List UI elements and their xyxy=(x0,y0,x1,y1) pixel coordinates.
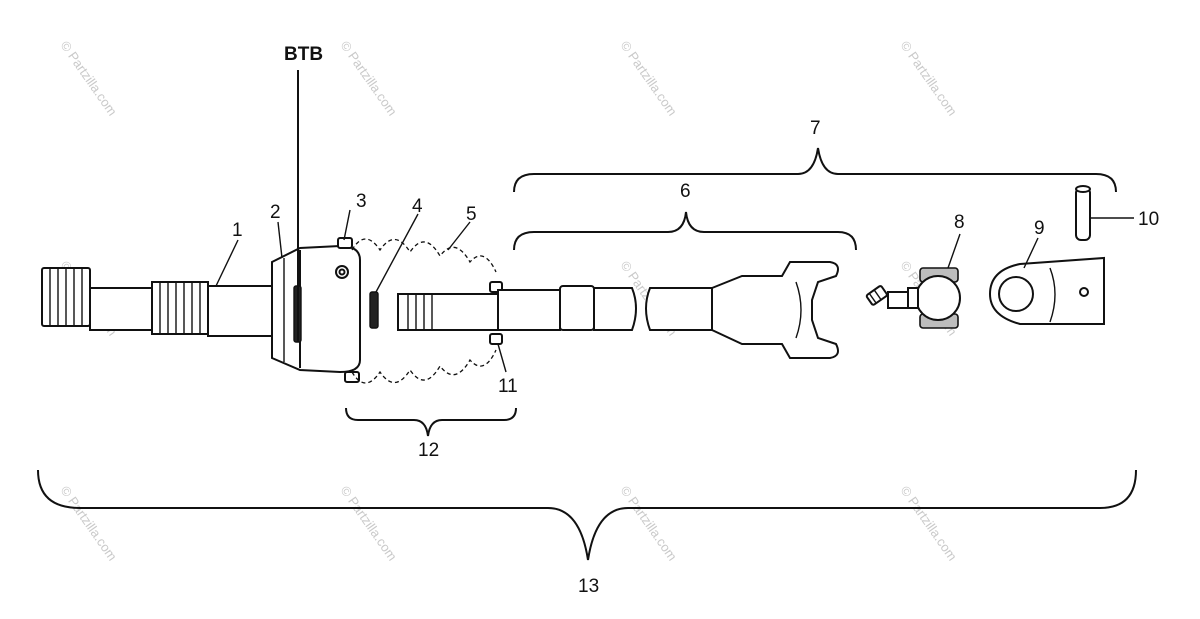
part-3-clamp: 3 xyxy=(337,191,367,383)
watermark: © Partzilla.com xyxy=(618,38,681,118)
brace-12: 12 xyxy=(345,407,517,461)
label-12: 12 xyxy=(418,440,439,461)
label-btb: BTB xyxy=(284,44,323,65)
brace-7: 7 xyxy=(513,118,1117,193)
part-8-cross-bearing: 8 xyxy=(865,212,965,329)
part-11-clamp: 11 xyxy=(489,281,518,397)
watermark: © Partzilla.com xyxy=(58,483,121,563)
label-8: 8 xyxy=(954,212,965,233)
part-5-boot: 5 xyxy=(351,204,497,384)
label-11: 11 xyxy=(498,376,518,397)
brace-6: 6 xyxy=(513,181,857,251)
part-9-yoke-ear: 9 xyxy=(988,218,1105,325)
brace-13: 13 xyxy=(37,469,1137,597)
label-10: 10 xyxy=(1138,209,1159,230)
part-6-inner-shaft-yoke xyxy=(397,261,839,359)
watermark: © Partzilla.com xyxy=(58,38,121,118)
part-1-splined-shaft xyxy=(41,267,273,337)
watermark: © Partzilla.com xyxy=(898,483,961,563)
label-2: 2 xyxy=(270,202,281,223)
label-6: 6 xyxy=(680,181,691,202)
label-4: 4 xyxy=(412,196,423,217)
leader-lines: 1 2 xyxy=(215,202,283,287)
label-3: 3 xyxy=(356,191,367,212)
label-1: 1 xyxy=(232,220,243,241)
watermark: © Partzilla.com xyxy=(338,483,401,563)
watermark: © Partzilla.com xyxy=(898,38,961,118)
watermark: © Partzilla.com xyxy=(618,483,681,563)
part-4-circlip: 4 xyxy=(369,196,423,329)
watermark: © Partzilla.com xyxy=(338,38,401,118)
label-9: 9 xyxy=(1034,218,1045,239)
label-5: 5 xyxy=(466,204,477,225)
part-10-pin: 10 xyxy=(1075,185,1159,241)
part-2-cv-housing xyxy=(271,244,361,374)
btb-pointer: BTB xyxy=(284,44,323,342)
label-7: 7 xyxy=(810,118,821,139)
label-13: 13 xyxy=(578,576,599,597)
